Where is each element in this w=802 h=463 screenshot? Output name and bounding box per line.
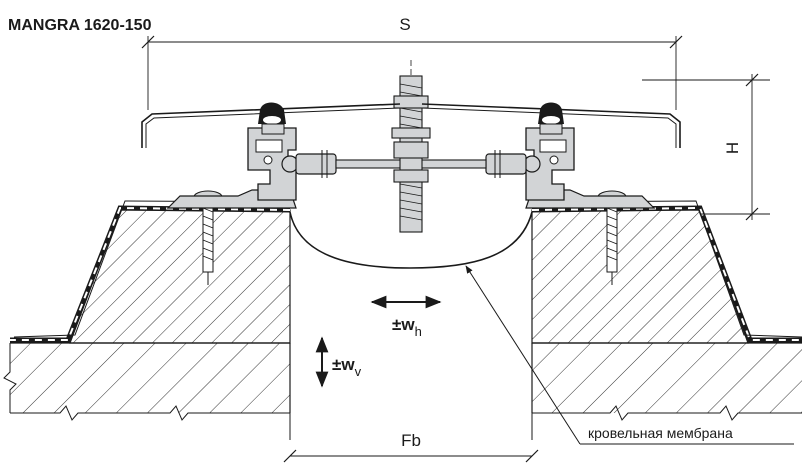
diagram-title: MANGRA 1620-150 bbox=[8, 17, 152, 34]
aluminium-profile-right bbox=[525, 127, 575, 201]
horizontal-movement-symbol: w bbox=[400, 315, 415, 334]
dimension-fb-label: Fb bbox=[401, 431, 421, 450]
tie-bar-left bbox=[281, 150, 337, 178]
cover-plate bbox=[141, 103, 681, 148]
dimension-s-label: S bbox=[399, 15, 410, 34]
horizontal-movement-label: ±wh bbox=[392, 315, 422, 339]
dimension-h bbox=[642, 73, 770, 221]
aluminium-profile-left bbox=[247, 127, 297, 201]
dimension-fb bbox=[283, 449, 539, 463]
vertical-movement-sign: ± bbox=[332, 355, 341, 374]
vertical-movement-label: ±wv bbox=[332, 355, 362, 379]
membrane-annotation: кровельная мембрана bbox=[588, 425, 733, 441]
rubber-clamp-right bbox=[538, 102, 564, 135]
substrate-slab-right bbox=[531, 342, 802, 421]
dimension-s bbox=[141, 35, 683, 110]
substrate-slab-left bbox=[3, 342, 291, 421]
horizontal-movement-sign: ± bbox=[392, 315, 401, 334]
vertical-movement-subscript: v bbox=[355, 364, 362, 379]
vertical-movement-symbol: w bbox=[340, 355, 355, 374]
curb-left bbox=[69, 209, 291, 344]
centre-bolt bbox=[391, 60, 431, 233]
horizontal-movement-subscript: h bbox=[415, 324, 422, 339]
joint-membrane-loop bbox=[289, 211, 533, 269]
curb-right bbox=[531, 209, 749, 344]
dimension-h-label: H bbox=[723, 142, 742, 154]
membrane-leader-line bbox=[465, 265, 794, 445]
tie-bar-right bbox=[485, 150, 541, 178]
rubber-clamp-left bbox=[258, 102, 286, 135]
